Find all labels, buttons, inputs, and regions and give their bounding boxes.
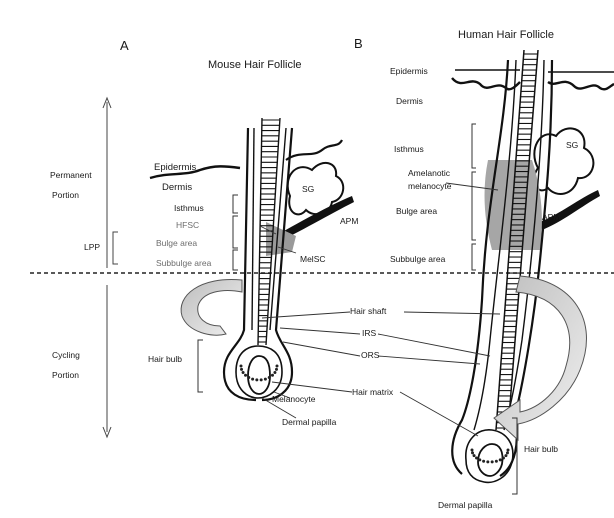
human-apm-label: APM [542, 212, 560, 222]
panel-a-letter: A [120, 38, 129, 53]
human-epidermis-label: Epidermis [390, 66, 428, 76]
melanocyte-dot [473, 454, 476, 457]
melanocyte-dot [475, 456, 478, 459]
mouse-irs-left [252, 128, 254, 330]
mouse-subbulge-bracket [233, 250, 238, 270]
hair-matrix-label: Hair matrix [352, 387, 394, 397]
mouse-bulb-bracket [198, 340, 203, 392]
human-isthmus-bracket [472, 124, 476, 168]
hair-shaft-label: Hair shaft [350, 306, 387, 316]
mouse-hfsc-label: HFSC [176, 220, 199, 230]
melanocyte-dot [244, 374, 247, 377]
mouse-hair-bulb-label: Hair bulb [148, 354, 182, 364]
panel-b-letter: B [354, 36, 363, 51]
mouse-subbulge-label: Subbulge area [156, 258, 212, 268]
mouse-bulge-bracket [233, 216, 238, 248]
human-sg-label: SG [566, 140, 578, 150]
mouse-isthmus-bracket [233, 195, 238, 213]
mouse-sg-label: SG [302, 184, 314, 194]
human-amelanotic-label-1: Amelanotic [408, 168, 451, 178]
melanocyte-dot [260, 378, 263, 381]
human-bulge-label: Bulge area [396, 206, 437, 216]
mouse-epidermis-label: Epidermis [154, 162, 196, 173]
mouse-bulge-label: Bulge area [156, 238, 197, 248]
melanocyte-dot [499, 458, 502, 461]
melanocyte-dot [242, 371, 245, 374]
leader-hair-shaft-human [404, 312, 500, 314]
melanocyte-dot [504, 454, 507, 457]
melanocyte-dot [240, 368, 243, 371]
mouse-dermal-papilla [248, 356, 270, 394]
mouse-apm-label: APM [340, 216, 358, 226]
mouse-isthmus-label: Isthmus [174, 203, 204, 213]
permanent-label-1: Permanent [50, 170, 92, 180]
lpp-label: LPP [84, 242, 100, 252]
human-isthmus-label: Isthmus [394, 144, 424, 154]
human-amelanotic-label-2: melanocyte [408, 181, 452, 191]
cycling-label-2: Portion [52, 370, 79, 380]
leader-irs-human [378, 334, 490, 356]
melanocyte-dot [273, 371, 276, 374]
human-subbulge-bracket [472, 244, 476, 270]
human-epidermis-left [452, 78, 520, 89]
melanocyte-dot [495, 460, 498, 463]
leader-ors-mouse [283, 342, 360, 356]
human-bulge-bracket [472, 172, 476, 240]
human-hair-bulb-label: Hair bulb [524, 444, 558, 454]
mouse-skin-right [286, 140, 342, 160]
portion-axis [103, 98, 118, 437]
permanent-label-2: Portion [52, 190, 79, 200]
melanocyte-dot [486, 460, 489, 463]
melanocyte-dot [247, 376, 250, 379]
melanocyte-dot [275, 368, 278, 371]
melanocyte-dot [271, 374, 274, 377]
leader-hair-matrix-human [400, 392, 478, 436]
leader-hair-shaft-mouse [262, 312, 350, 318]
mouse-ors-left [224, 128, 256, 400]
mouse-dermis-label: Dermis [162, 182, 192, 193]
melanocyte-dot [276, 365, 279, 368]
melanocyte-dot [482, 460, 485, 463]
melanocyte-dot [502, 456, 505, 459]
melanocyte-dot [268, 376, 271, 379]
melanocyte-dot [471, 449, 474, 452]
melanocyte-dot [471, 451, 474, 454]
panel-b-title: Human Hair Follicle [458, 29, 554, 41]
lpp-bracket [113, 232, 118, 264]
melanocyte-dot [491, 460, 494, 463]
melanocyte-dot [255, 378, 258, 381]
melanocyte-dot [506, 451, 509, 454]
cycling-label-1: Cycling [52, 350, 80, 360]
mouse-melsc-label: MelSC [300, 254, 326, 264]
leader-irs-mouse [280, 328, 360, 334]
ors-label: ORS [361, 350, 380, 360]
mouse-melanocyte-label: Melanocyte [272, 394, 316, 404]
human-sebaceous-gland [534, 128, 594, 194]
melanocyte-dot [251, 378, 254, 381]
mouse-cycle-arrow [181, 279, 242, 335]
human-subbulge-label: Subbulge area [390, 254, 446, 264]
human-apm [540, 190, 600, 230]
human-dermis-label: Dermis [396, 96, 423, 106]
melanocyte-dot [240, 365, 243, 368]
human-dermal-papilla-label: Dermal papilla [438, 500, 493, 510]
panel-a-title: Mouse Hair Follicle [208, 59, 302, 71]
melanocyte-dot [264, 378, 267, 381]
melanocyte-dot [478, 458, 481, 461]
irs-label: IRS [362, 328, 377, 338]
mouse-dermal-papilla-label: Dermal papilla [282, 417, 337, 427]
melanocyte-dot [507, 449, 510, 452]
human-epidermis-right [548, 82, 614, 89]
leader-ors-human [378, 356, 480, 364]
